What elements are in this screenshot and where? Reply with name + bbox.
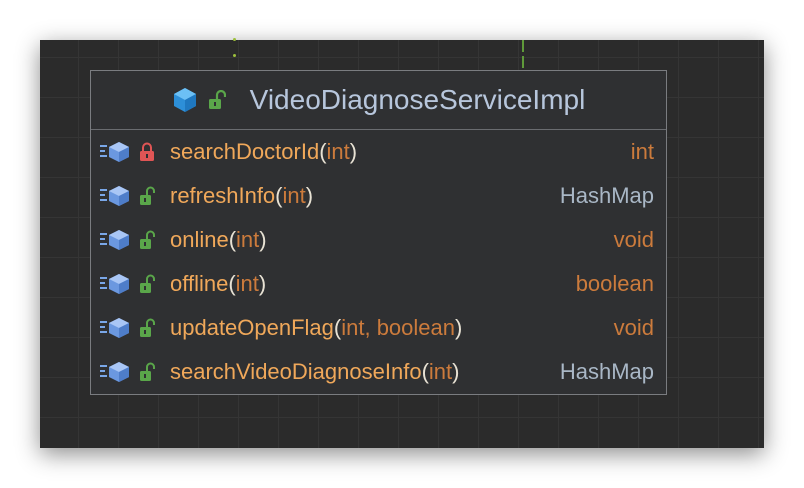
return-type: void	[613, 315, 654, 340]
method-name: updateOpenFlag	[170, 315, 334, 340]
close-paren: )	[258, 271, 267, 296]
close-paren: )	[452, 359, 460, 384]
param-types: int	[282, 183, 306, 208]
class-cube-icon	[172, 87, 198, 113]
param-types: int	[428, 359, 453, 384]
method-icon	[99, 361, 131, 383]
method-icons	[99, 317, 157, 339]
connector-line	[522, 40, 524, 52]
return-type: HashMap	[559, 183, 654, 208]
method-signature: updateOpenFlag(int, boolean)	[170, 315, 462, 341]
class-title: VideoDiagnoseServiceImpl	[249, 84, 586, 115]
method-row[interactable]: online(int) void	[91, 218, 666, 262]
close-paren: )	[305, 183, 314, 208]
method-icon	[99, 185, 131, 207]
param-types: int	[236, 227, 260, 252]
close-paren: )	[349, 139, 358, 164]
method-icons	[99, 185, 157, 207]
open-paren: (	[228, 227, 237, 252]
method-icon	[99, 317, 131, 339]
param-types: int, boolean	[341, 315, 455, 340]
method-icon	[99, 273, 131, 295]
method-icons	[99, 229, 157, 251]
return-type: int	[630, 139, 654, 164]
method-row[interactable]: refreshInfo(int) HashMap	[91, 174, 666, 218]
method-signature: searchVideoDiagnoseInfo(int)	[170, 359, 459, 385]
return-type: void	[613, 227, 654, 252]
private-lock-icon	[139, 142, 157, 162]
method-row[interactable]: offline(int) boolean	[91, 262, 666, 306]
close-paren: )	[259, 227, 267, 252]
open-paren: (	[421, 359, 429, 384]
open-paren: (	[275, 183, 283, 208]
class-node[interactable]: VideoDiagnoseServiceImpl searchDoctorId(…	[90, 70, 667, 395]
open-paren: (	[228, 271, 236, 296]
public-lock-icon	[208, 90, 226, 110]
open-paren: (	[333, 315, 342, 340]
connector-dot	[233, 54, 236, 57]
method-icon	[99, 229, 131, 251]
public-lock-icon	[139, 186, 157, 206]
return-type: boolean	[575, 271, 654, 296]
method-signature: searchDoctorId(int)	[170, 139, 357, 165]
open-paren: (	[319, 139, 327, 164]
public-lock-icon	[139, 362, 157, 382]
method-row[interactable]: updateOpenFlag(int, boolean) void	[91, 306, 666, 350]
public-lock-icon	[139, 274, 157, 294]
method-icons	[99, 361, 157, 383]
method-row[interactable]: searchDoctorId(int)int	[91, 130, 666, 174]
method-signature: online(int)	[170, 227, 267, 253]
method-icons	[99, 273, 157, 295]
connector-line	[522, 56, 524, 68]
class-header[interactable]: VideoDiagnoseServiceImpl	[91, 71, 666, 130]
method-row[interactable]: searchVideoDiagnoseInfo(int) HashMap	[91, 350, 666, 394]
method-name: refreshInfo	[170, 183, 276, 208]
method-icons	[99, 141, 157, 163]
connector-dot	[233, 38, 236, 41]
param-types: int	[235, 271, 259, 296]
method-name: online	[170, 227, 229, 252]
method-list: searchDoctorId(int)int refreshInfo(int)H…	[91, 130, 666, 394]
method-signature: refreshInfo(int)	[170, 183, 313, 209]
method-signature: offline(int)	[170, 271, 266, 297]
method-name: offline	[170, 271, 229, 296]
public-lock-icon	[139, 230, 157, 250]
method-icon	[99, 141, 131, 163]
close-paren: )	[455, 315, 463, 340]
param-types: int	[326, 139, 350, 164]
method-name: searchDoctorId	[170, 139, 320, 164]
method-name: searchVideoDiagnoseInfo	[170, 359, 422, 384]
return-type: HashMap	[559, 359, 654, 384]
public-lock-icon	[139, 318, 157, 338]
